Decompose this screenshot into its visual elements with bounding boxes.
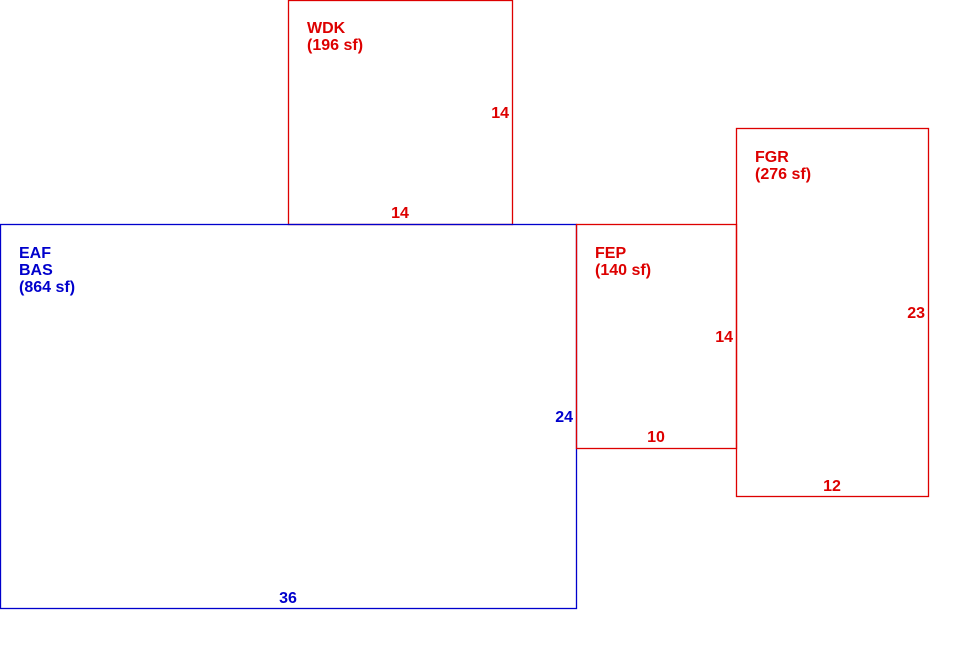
fgr-area-label: (276 sf) [755, 166, 811, 183]
wdk-area[interactable]: WDK (196 sf) 14 14 [287, 0, 514, 226]
bas-side-dimension: 24 [555, 409, 573, 426]
fgr-bottom-dimension: 12 [823, 478, 841, 495]
fgr-outline [735, 127, 930, 498]
fep-code-label: FEP [595, 245, 626, 262]
bas-outline [0, 223, 578, 610]
bas-bottom-dimension: 36 [279, 590, 297, 607]
bas-code-label-2: BAS [19, 262, 53, 279]
wdk-area-label: (196 sf) [307, 37, 363, 54]
wdk-code-label: WDK [307, 20, 346, 37]
bas-area-label: (864 sf) [19, 279, 75, 296]
fgr-side-dimension: 23 [907, 305, 925, 322]
fep-bottom-dimension: 10 [647, 429, 665, 446]
bas-code-label-1: EAF [19, 245, 51, 262]
fgr-code-label: FGR [755, 149, 789, 166]
wdk-bottom-dimension: 14 [391, 205, 409, 222]
bas-area[interactable]: EAF BAS (864 sf) 24 36 [0, 223, 578, 610]
fep-side-dimension: 14 [715, 329, 733, 346]
fgr-area[interactable]: FGR (276 sf) 23 12 [735, 127, 930, 498]
fep-area[interactable]: FEP (140 sf) 14 10 [575, 223, 738, 450]
fep-area-label: (140 sf) [595, 262, 651, 279]
wdk-side-dimension: 14 [491, 105, 509, 122]
